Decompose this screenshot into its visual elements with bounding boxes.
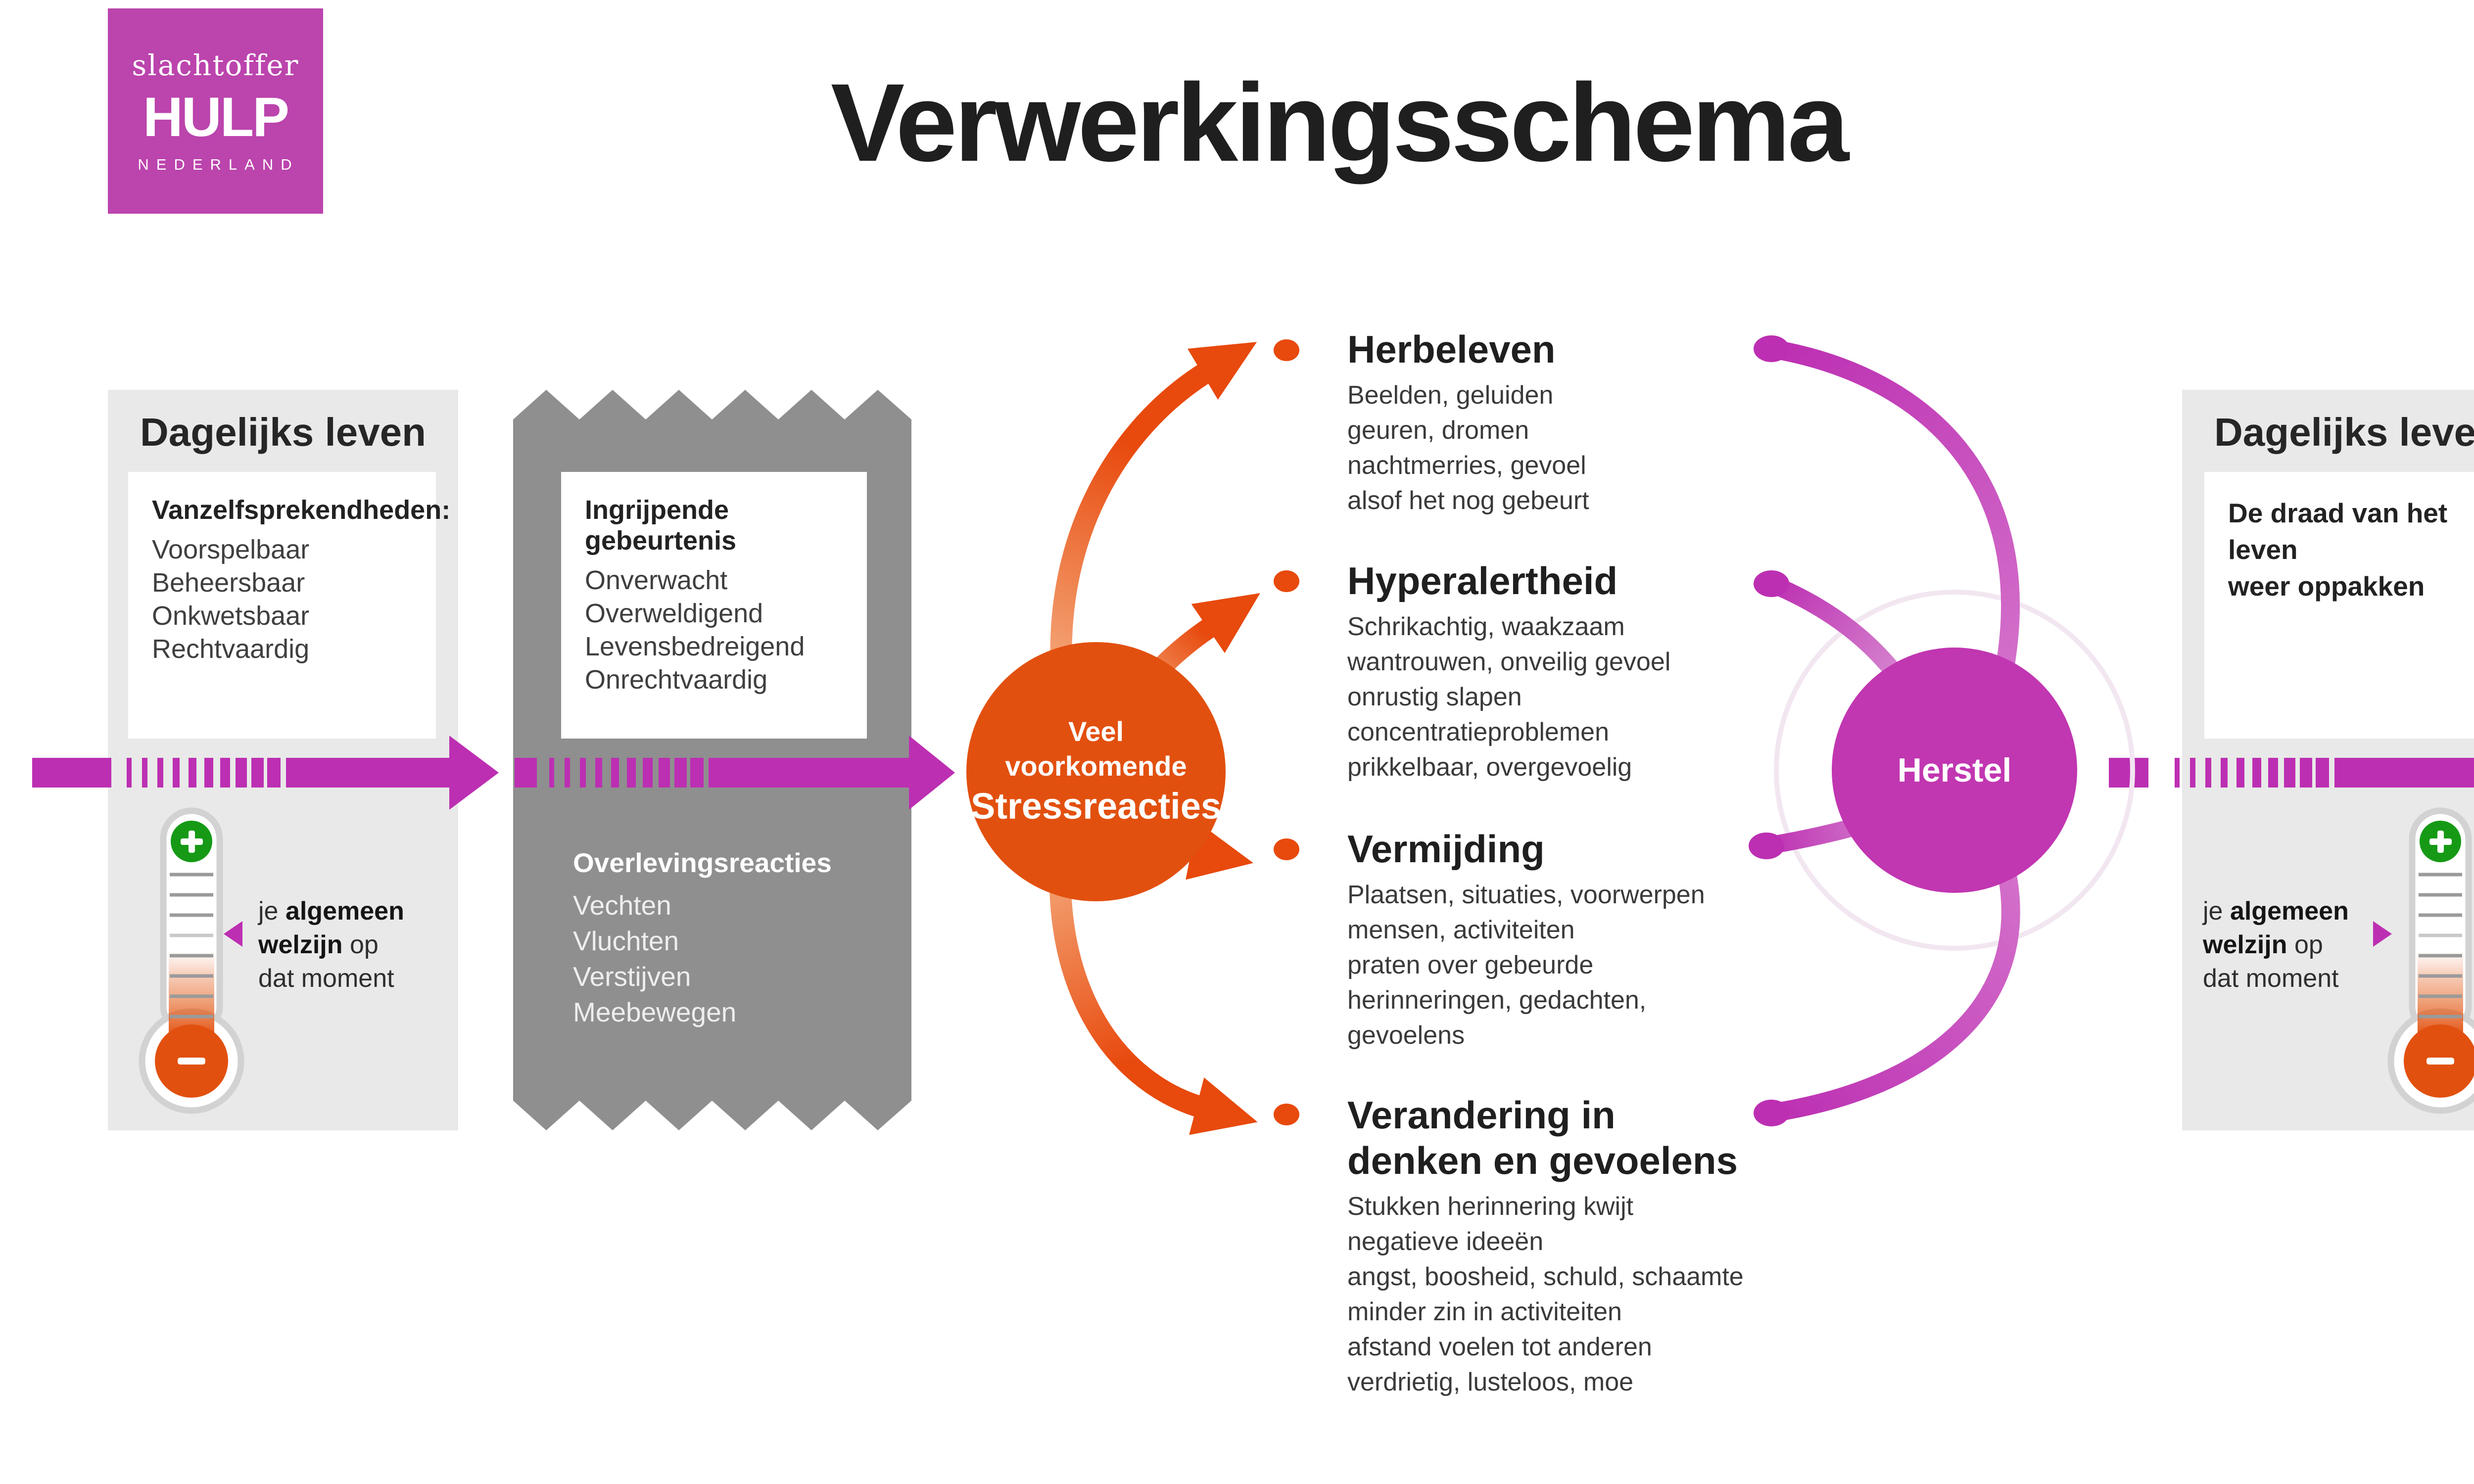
logo-line-1: slachtoffer bbox=[132, 48, 299, 82]
reaction-line: mensen, activiteiten bbox=[1347, 916, 1575, 944]
logo-line-2: HULP bbox=[143, 86, 289, 148]
list-item: Vluchten bbox=[573, 926, 679, 956]
list-item: Rechtvaardig bbox=[152, 634, 310, 664]
reaction-line: nachtmerries, gevoel bbox=[1347, 451, 1586, 480]
reaction-line: herinneringen, gedachten, bbox=[1347, 986, 1647, 1015]
herstel-label: Herstel bbox=[1897, 751, 2012, 789]
page-title: Verwerkingsschema bbox=[830, 61, 1849, 185]
reaction-line: negatieve ideeën bbox=[1347, 1227, 1544, 1256]
pick-up-life-box: De draad van het leven weer oppakken bbox=[2204, 472, 2474, 739]
reaction-bullets bbox=[1274, 339, 1299, 1125]
list-item: Onverwacht bbox=[585, 565, 728, 595]
reaction-line: prikkelbaar, overgevoelig bbox=[1347, 753, 1632, 782]
reaction-line: Plaatsen, situaties, voorwerpen bbox=[1347, 881, 1705, 909]
pointer-to-right-thermometer bbox=[2373, 921, 2392, 947]
welfare-text-bold: algemeen bbox=[2230, 897, 2349, 926]
survival-reactions-block: Overlevingsreacties Vechten Vluchten Ver… bbox=[573, 847, 870, 1030]
reaction-title: Vermijding bbox=[1347, 827, 1545, 871]
reaction-line: Stukken herinnering kwijt bbox=[1347, 1192, 1634, 1221]
reaction-line: geuren, dromen bbox=[1347, 416, 1529, 445]
welfare-text: dat moment bbox=[258, 964, 394, 993]
self-evidences-title: Vanzelfsprekendheden: bbox=[152, 495, 451, 525]
slachtofferhulp-logo: slachtoffer HULP NEDERLAND bbox=[108, 8, 323, 214]
welfare-text: op bbox=[349, 930, 379, 959]
major-event-title: Ingrijpende gebeurtenis bbox=[585, 495, 737, 556]
list-item: Meebewegen bbox=[573, 997, 737, 1027]
reaction-verandering: Verandering in denken en gevoelens Stukk… bbox=[1347, 1092, 1941, 1400]
list-item: Beheersbaar bbox=[152, 568, 305, 598]
welfare-label-right: je algemeen welzijn op dat moment bbox=[2203, 894, 2349, 995]
list-item: Levensbedreigend bbox=[585, 632, 805, 661]
self-evidences-box: Vanzelfsprekendheden: Voorspelbaar Behee… bbox=[128, 472, 451, 739]
stress-reactions-circle: Veel voorkomende Stressreacties bbox=[966, 642, 1226, 901]
herstel-circle: Herstel bbox=[1832, 648, 2077, 893]
stress-circle-line-1: Veel bbox=[1068, 716, 1124, 747]
reaction-line: Schrikachtig, waakzaam bbox=[1347, 612, 1625, 641]
stress-circle-line-3: Stressreacties bbox=[970, 786, 1222, 827]
welfare-label-left: je algemeen welzijn op dat moment bbox=[258, 894, 404, 995]
right-panel-title: Dagelijks leven bbox=[2214, 410, 2474, 454]
reaction-title: Hyperalertheid bbox=[1347, 559, 1618, 603]
reaction-line: gevoelens bbox=[1347, 1021, 1465, 1050]
reaction-title-line-2: denken en gevoelens bbox=[1347, 1139, 1738, 1182]
welfare-text-bold: algemeen bbox=[285, 897, 404, 926]
reaction-line: Beelden, geluiden bbox=[1347, 381, 1554, 410]
list-item: Overweldigend bbox=[585, 599, 763, 628]
logo-line-3: NEDERLAND bbox=[138, 156, 299, 173]
pick-up-life-line-1: De draad van het leven bbox=[2228, 498, 2448, 565]
reaction-vermijding: Vermijding Plaatsen, situaties, voorwerp… bbox=[1347, 826, 1941, 1053]
welfare-text: op bbox=[2294, 930, 2323, 959]
welfare-text-bold: welzijn bbox=[258, 930, 343, 959]
list-item: Onkwetsbaar bbox=[152, 601, 310, 631]
welfare-text: je bbox=[2203, 897, 2223, 926]
list-item: Verstijven bbox=[573, 961, 691, 992]
left-panel-title: Dagelijks leven bbox=[140, 410, 427, 454]
stress-circle-line-2: voorkomende bbox=[1005, 750, 1187, 782]
pointer-to-left-thermometer bbox=[224, 921, 242, 947]
reaction-herbeleven: Herbeleven Beelden, geluiden geuren, dro… bbox=[1347, 326, 1941, 518]
list-item: Voorspelbaar bbox=[152, 535, 310, 564]
pick-up-life-line-2: weer oppakken bbox=[2228, 571, 2425, 602]
list-item: Onrechtvaardig bbox=[585, 665, 768, 695]
list-item: Vechten bbox=[573, 890, 671, 921]
welfare-text: je bbox=[258, 897, 279, 926]
welfare-text: dat moment bbox=[2203, 964, 2339, 993]
welfare-text-bold: welzijn bbox=[2203, 930, 2287, 959]
survival-reactions-title: Overlevingsreacties bbox=[573, 847, 832, 878]
reaction-line: wantrouwen, onveilig gevoel bbox=[1347, 648, 1671, 676]
reaction-line: afstand voelen tot anderen bbox=[1347, 1333, 1652, 1361]
reaction-hyperalertheid: Hyperalertheid Schrikachtig, waakzaam wa… bbox=[1347, 558, 1941, 785]
reaction-line: onrustig slapen bbox=[1347, 683, 1522, 711]
reaction-line: alsof het nog gebeurt bbox=[1347, 486, 1589, 515]
reaction-line: minder zin in activiteiten bbox=[1347, 1298, 1622, 1326]
reaction-title: Verandering in bbox=[1347, 1093, 1616, 1137]
major-event-box: Ingrijpende gebeurtenis Onverwacht Overw… bbox=[561, 472, 867, 739]
reaction-line: angst, boosheid, schuld, schaamte bbox=[1347, 1262, 1744, 1291]
reaction-title: Herbeleven bbox=[1347, 327, 1556, 371]
reaction-line: concentratieproblemen bbox=[1347, 718, 1609, 746]
reaction-line: praten over gebeurde bbox=[1347, 951, 1594, 979]
reaction-line: verdrietig, lusteloos, moe bbox=[1347, 1368, 1634, 1396]
